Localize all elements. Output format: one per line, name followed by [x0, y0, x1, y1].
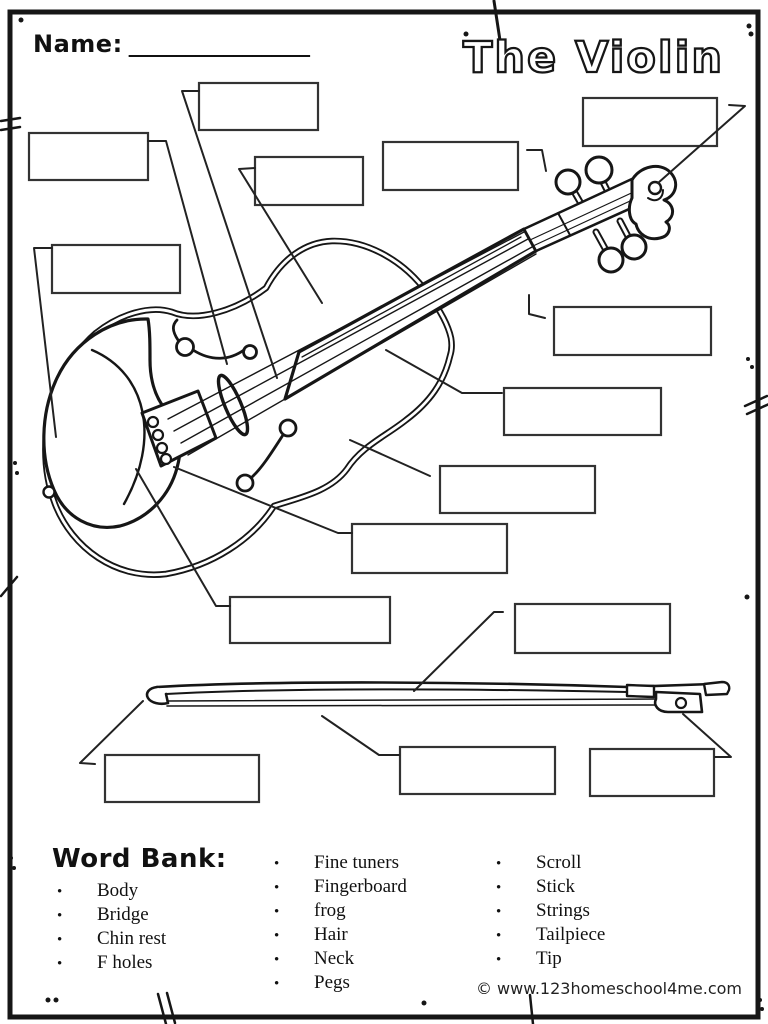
- answer-box-8[interactable]: [502, 386, 663, 437]
- word-bank-item: Chin rest: [55, 927, 166, 952]
- word-bank-item: Bridge: [55, 903, 166, 928]
- answer-box-6[interactable]: [50, 243, 182, 295]
- f-hole-lower: [235, 418, 298, 493]
- name-input-line[interactable]: ___________________: [128, 33, 310, 57]
- word-bank-item: Stick: [494, 875, 605, 900]
- answer-box-10[interactable]: [350, 522, 509, 575]
- violin-illustration: [42, 155, 678, 578]
- leader-line-body: [349, 439, 431, 477]
- word-bank-item: frog: [272, 899, 407, 924]
- word-bank-item: Body: [55, 879, 166, 904]
- word-bank-item: Tip: [494, 947, 605, 972]
- leader-line-chinrest: [33, 247, 57, 438]
- leader-line-strings: [181, 90, 278, 379]
- leader-arrow-scroll: [657, 104, 746, 184]
- copyright-text: © www.123homeschool4me.com: [475, 979, 742, 998]
- leader-line-stick: [413, 611, 504, 692]
- bow-stick: [155, 681, 714, 695]
- leader-bracket-4: [526, 149, 547, 172]
- strings: [167, 231, 537, 456]
- word-bank-item: Neck: [272, 947, 407, 972]
- word-bank-item: Hair: [272, 923, 407, 948]
- answer-box-5[interactable]: [581, 96, 719, 148]
- chin-rest-clamp: [42, 485, 56, 499]
- answer-box-12[interactable]: [513, 602, 672, 655]
- name-row: Name:___________________: [33, 30, 310, 58]
- word-bank-column-1: Body Bridge Chin rest F holes: [55, 879, 166, 976]
- answer-box-15[interactable]: [588, 747, 716, 798]
- bow-grip: [625, 683, 656, 699]
- word-bank-item: Tailpiece: [494, 923, 605, 948]
- answer-box-13[interactable]: [103, 753, 261, 804]
- word-bank-item: Pegs: [272, 971, 407, 996]
- answer-box-7[interactable]: [552, 305, 713, 357]
- leader-arrow-frog: [682, 713, 732, 758]
- word-bank-heading: Word Bank:: [52, 844, 227, 874]
- word-bank-item: Fine tuners: [272, 851, 407, 876]
- bow-button: [702, 680, 731, 697]
- word-bank-item: F holes: [55, 951, 166, 976]
- leader-line-hair: [321, 715, 400, 756]
- answer-box-3[interactable]: [253, 155, 365, 207]
- word-bank-item: Strings: [494, 899, 605, 924]
- word-bank-column-2: Fine tuners Fingerboard frog Hair Neck P…: [272, 851, 407, 996]
- fine-tuners: [146, 415, 173, 466]
- answer-box-4[interactable]: [381, 140, 520, 192]
- word-bank-column-3: Scroll Stick Strings Tailpiece Tip: [494, 851, 605, 972]
- leader-arrow-tip: [79, 700, 144, 765]
- leader-lines: [33, 90, 746, 765]
- leader-line-tailpiece: [135, 468, 231, 607]
- answer-box-9[interactable]: [438, 464, 597, 515]
- f-hole-upper: [171, 318, 258, 360]
- bridge: [216, 373, 250, 437]
- name-label: Name:: [33, 30, 123, 58]
- leader-bracket-7: [528, 294, 546, 319]
- page-title: The Violin: [462, 32, 724, 84]
- ink-dots: [9, 17, 764, 1011]
- word-bank-item: Fingerboard: [272, 875, 407, 900]
- word-bank-item: Scroll: [494, 851, 605, 876]
- bow-hair: [166, 698, 659, 707]
- bow-tip: [145, 685, 170, 706]
- leader-line-bridge-area: [173, 466, 353, 534]
- leader-line-neck: [238, 167, 323, 304]
- answer-box-11[interactable]: [228, 595, 392, 645]
- leader-line-fingerboard: [385, 349, 503, 394]
- frog-screw: [674, 696, 688, 710]
- chin-rest: [42, 317, 182, 529]
- answer-box-14[interactable]: [398, 745, 557, 796]
- answer-box-1[interactable]: [197, 81, 320, 132]
- scroll: [627, 164, 678, 241]
- leader-line-fhole: [147, 140, 228, 365]
- bow-illustration: [145, 680, 731, 714]
- answer-box-2[interactable]: [27, 131, 150, 182]
- answer-boxes: [27, 81, 719, 804]
